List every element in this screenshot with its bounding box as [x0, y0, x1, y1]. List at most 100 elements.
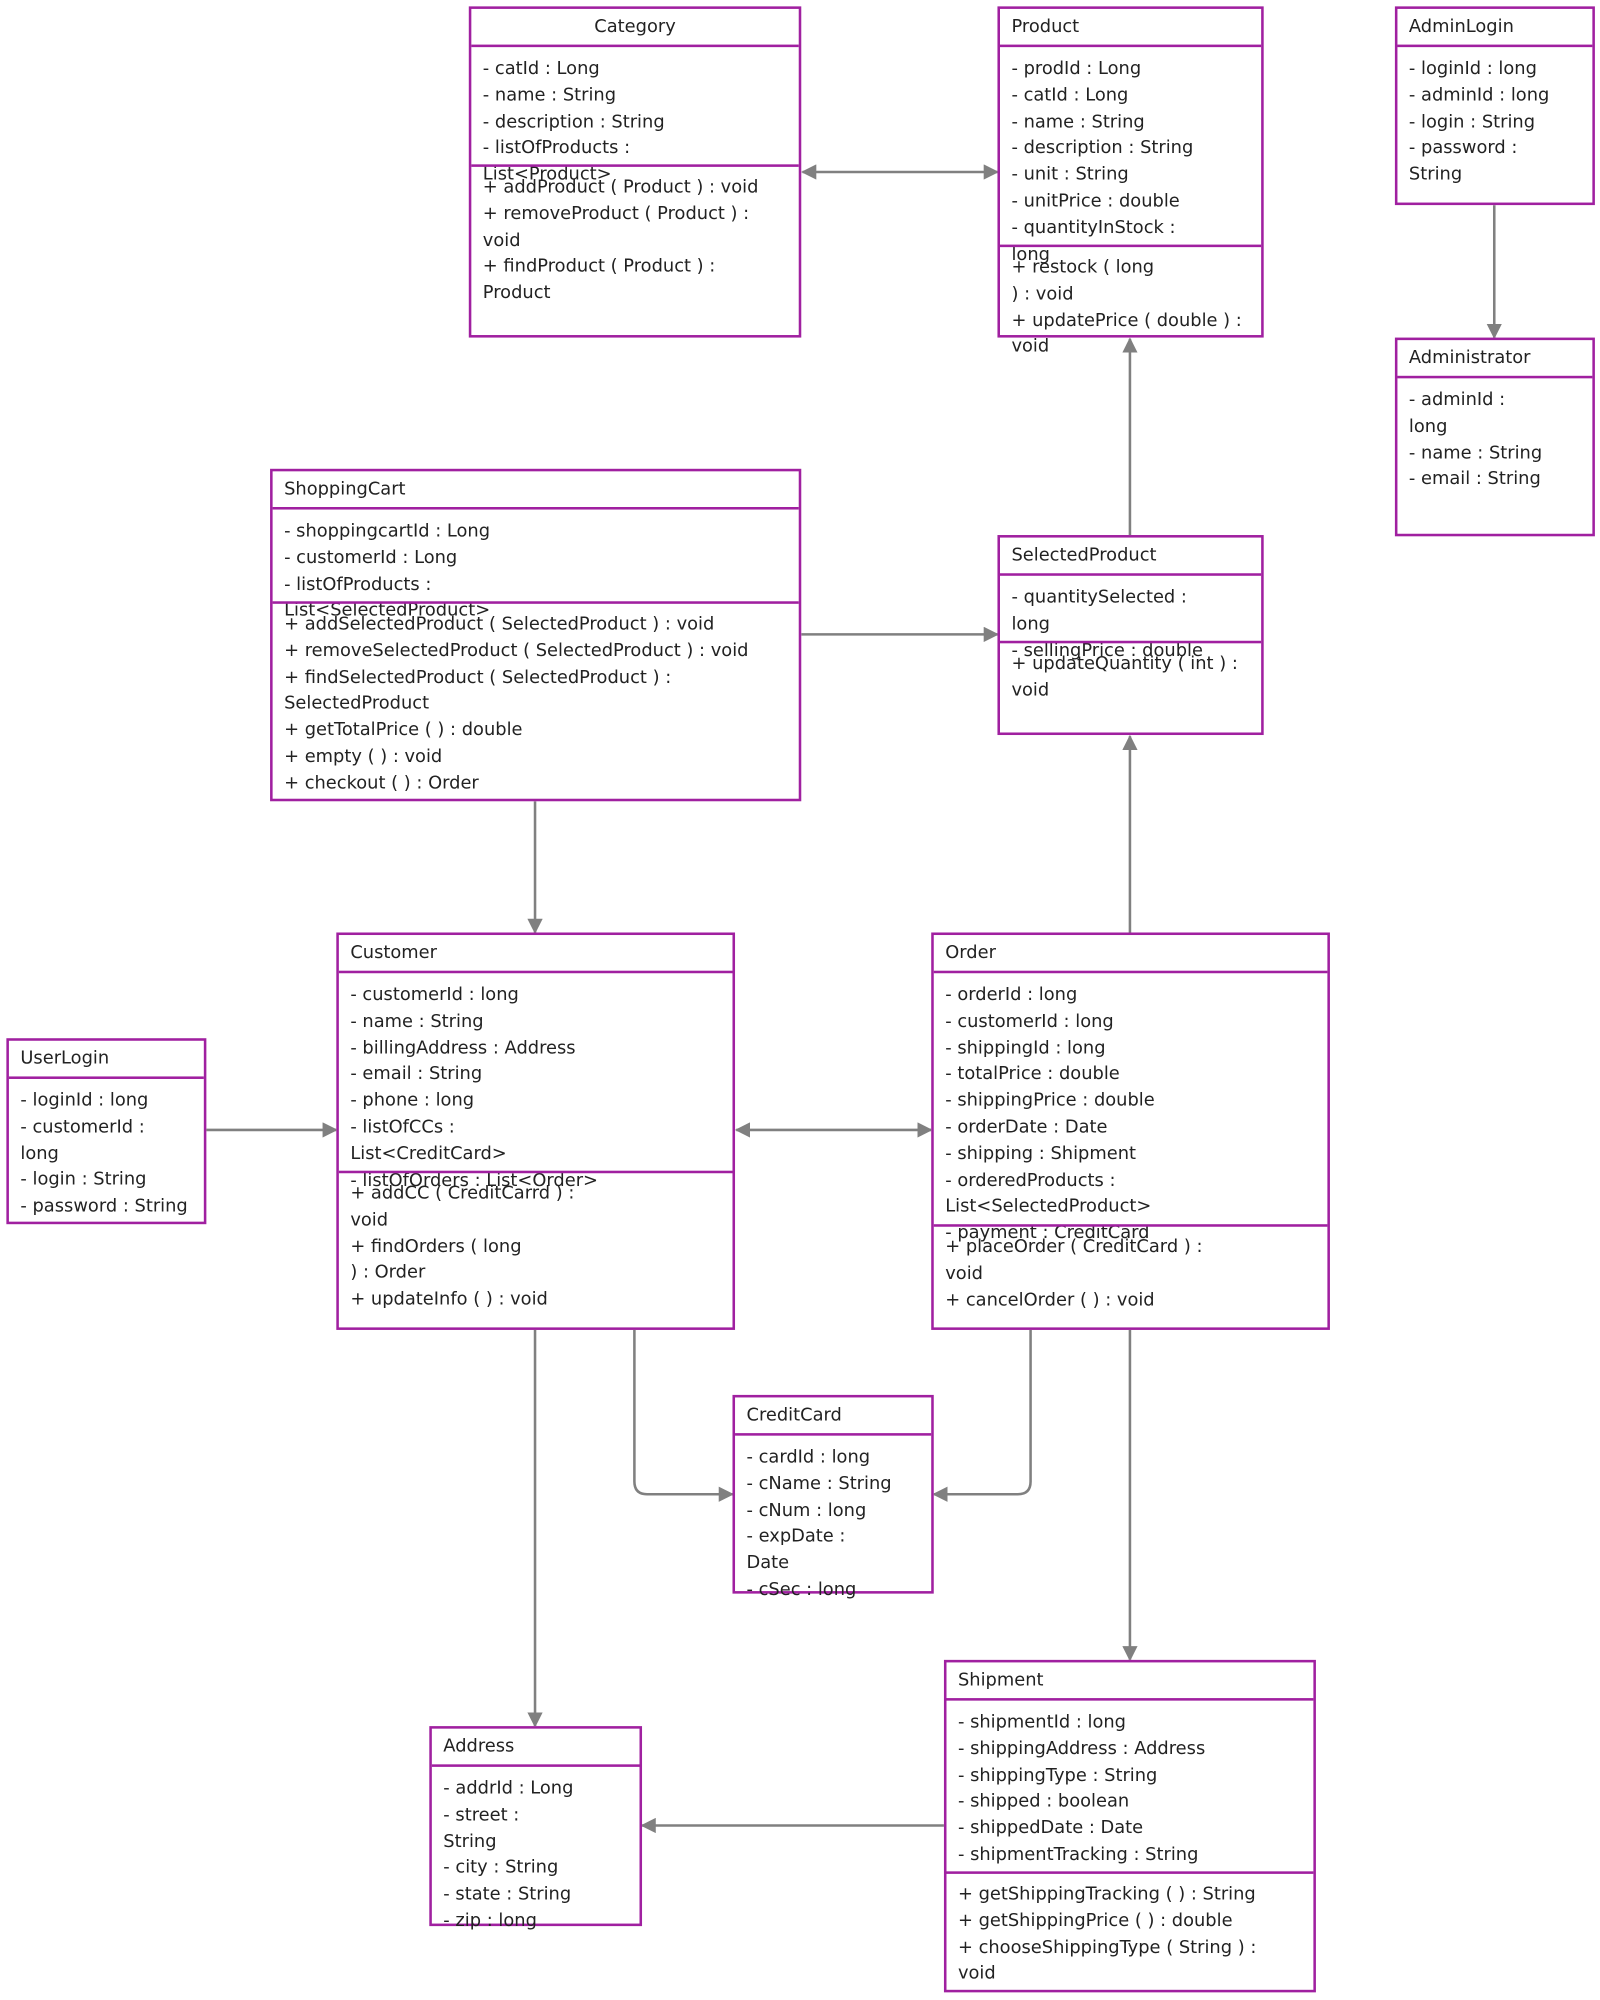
- attribute: - shippedDate : Date: [957, 1818, 1144, 1839]
- class-product[interactable]: Product - prodId : Long - catId : Long -…: [997, 6, 1264, 357]
- attribute: long: [1408, 416, 1448, 437]
- attribute: - shippingType : String: [957, 1765, 1158, 1786]
- attribute: - unitPrice : double: [1011, 191, 1180, 212]
- methods-divider: [272, 601, 799, 604]
- attribute: - login : String: [1408, 111, 1536, 132]
- attribute: - shippingAddress : Address: [957, 1738, 1206, 1759]
- methods-divider: [471, 164, 799, 167]
- method: + chooseShippingType ( String ) :: [957, 1937, 1257, 1958]
- attribute: - totalPrice : double: [945, 1064, 1120, 1085]
- method: ) : void: [1011, 283, 1074, 305]
- method-list: + addProduct ( Product ) : void + remove…: [483, 175, 791, 307]
- attribute: String: [1408, 164, 1463, 185]
- class-address[interactable]: Address - addrId : Long - street : Strin…: [429, 1726, 643, 1931]
- attribute: - listOfCCs :: [350, 1117, 455, 1138]
- class-name: SelectedProduct: [999, 538, 1262, 576]
- method: + placeOrder ( CreditCard ) :: [945, 1236, 1203, 1258]
- class-order[interactable]: Order - orderId : long - customerId : lo…: [931, 932, 1330, 1330]
- attribute: List<SelectedProduct>: [284, 600, 491, 621]
- attribute-list: - adminId : long - name : String - email…: [1409, 387, 1585, 493]
- attribute: - cSec : long: [746, 1579, 857, 1600]
- attribute-list: - shipmentId : long - shippingAddress : …: [958, 1710, 1306, 1869]
- attribute: String: [443, 1831, 497, 1852]
- attribute: - shippingPrice : double: [945, 1090, 1155, 1112]
- method: SelectedProduct: [284, 693, 430, 714]
- attribute: - adminId :: [1408, 389, 1506, 411]
- attribute: - billingAddress : Address: [350, 1037, 576, 1059]
- attribute: - description : String: [1011, 138, 1194, 159]
- methods-divider: [338, 1170, 733, 1174]
- attribute-list: - quantitySelected : long - sellingPrice…: [1011, 585, 1253, 664]
- attribute-list: - prodId : Long - catId : Long - name : …: [1011, 56, 1253, 268]
- class-category[interactable]: Category - catId : Long - name : String …: [468, 6, 802, 338]
- class-user-login[interactable]: UserLogin - loginId : long - customerId …: [6, 1038, 207, 1225]
- attribute: - password : String: [20, 1196, 188, 1217]
- attribute: - street :: [443, 1804, 520, 1826]
- attribute: - description : String: [482, 111, 665, 132]
- methods-divider: [946, 1871, 1314, 1874]
- class-shipment[interactable]: Shipment - shipmentId : long - shippingA…: [943, 1659, 1316, 1993]
- class-shopping-cart[interactable]: ShoppingCart - shoppingcartId : Long - c…: [270, 468, 802, 802]
- attribute: - name : String: [350, 1011, 484, 1032]
- method: Product: [482, 283, 551, 304]
- method: + addSelectedProduct ( SelectedProduct )…: [284, 614, 715, 635]
- attribute: - password :: [1408, 138, 1518, 159]
- method-list: + restock ( long ) : void + updatePrice …: [1011, 255, 1253, 361]
- method: + empty ( ) : void: [284, 746, 443, 767]
- method: + getTotalPrice ( ) : double: [284, 719, 523, 741]
- attribute: - phone : long: [350, 1090, 475, 1112]
- attribute: - cName : String: [746, 1473, 892, 1495]
- class-name: Customer: [338, 935, 733, 974]
- method: void: [482, 230, 521, 251]
- attribute-list: - customerId : long - name : String - bi…: [350, 982, 725, 1194]
- method: + findOrders ( long: [350, 1236, 522, 1257]
- attribute-list: - cardId : long - cName : String - cNum …: [746, 1445, 923, 1604]
- attribute: - loginId : long: [1408, 58, 1537, 79]
- attribute: - orderDate : Date: [945, 1117, 1108, 1138]
- attribute: - catId : Long: [482, 58, 600, 79]
- attribute: - cNum : long: [746, 1500, 867, 1521]
- attribute: - quantitySelected :: [1011, 587, 1187, 608]
- class-name: CreditCard: [735, 1397, 932, 1436]
- class-name: AdminLogin: [1397, 9, 1593, 48]
- attribute: - shipmentId : long: [957, 1712, 1126, 1733]
- class-name: Administrator: [1397, 340, 1593, 379]
- attribute: - orderedProducts :: [945, 1170, 1116, 1191]
- method: + updateInfo ( ) : void: [350, 1289, 548, 1310]
- class-selected-product[interactable]: SelectedProduct - quantitySelected : lon…: [997, 535, 1264, 736]
- attribute: long: [20, 1143, 59, 1164]
- method-list: + getShippingTracking ( ) : String + get…: [958, 1882, 1306, 1988]
- method-list: + addCC ( CreditCarrd ) : void + findOrd…: [350, 1181, 725, 1313]
- attribute: - orderId : long: [945, 984, 1078, 1006]
- attribute: - shippingId : long: [945, 1037, 1106, 1059]
- attribute: long: [1011, 613, 1050, 635]
- method-list: + placeOrder ( CreditCard ) : void + can…: [945, 1234, 1320, 1313]
- method-list: + updateQuantity ( int ) : void: [1011, 651, 1253, 704]
- attribute: - city : String: [443, 1857, 559, 1879]
- attribute: - listOfProducts :: [482, 138, 631, 159]
- attribute: - addrId : Long: [443, 1778, 574, 1799]
- class-credit-card[interactable]: CreditCard - cardId : long - cName : Str…: [732, 1394, 934, 1600]
- attribute: - name : String: [482, 85, 617, 106]
- class-customer[interactable]: Customer - customerId : long - name : St…: [336, 932, 736, 1330]
- attribute: - listOfOrders : List<Order>: [350, 1170, 599, 1191]
- method: ) : Order: [350, 1262, 426, 1284]
- method: void: [957, 1963, 996, 1984]
- attribute: - cardId : long: [746, 1447, 871, 1468]
- attribute-list: - shoppingcartId : Long - customerId : L…: [284, 518, 791, 624]
- method: + restock ( long: [1011, 257, 1155, 278]
- attribute: - loginId : long: [20, 1090, 149, 1111]
- method: + updateQuantity ( int ) :: [1011, 653, 1238, 674]
- attribute-list: - addrId : Long - street : String - city…: [443, 1776, 632, 1935]
- class-name: Order: [933, 935, 1328, 974]
- method: + getShippingPrice ( ) : double: [957, 1910, 1233, 1931]
- attribute: - customerId : long: [945, 1011, 1114, 1032]
- method: void: [1011, 336, 1050, 358]
- method: + addProduct ( Product ) : void: [482, 177, 759, 198]
- attribute: - customerId : long: [350, 984, 519, 1006]
- class-administrator[interactable]: Administrator - adminId : long - name : …: [1394, 337, 1595, 537]
- class-admin-login[interactable]: AdminLogin - loginId : long - adminId : …: [1394, 6, 1595, 206]
- attribute: Date: [746, 1553, 790, 1574]
- attribute: List<CreditCard>: [350, 1143, 507, 1165]
